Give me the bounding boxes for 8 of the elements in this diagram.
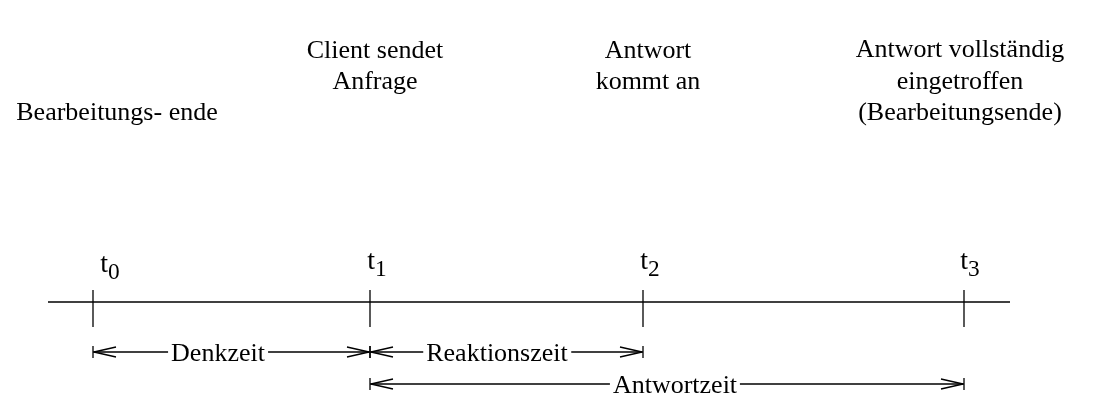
time-point-label: t$_{3}$ bbox=[959, 242, 981, 282]
event-label: Client sendet Anfrage bbox=[305, 33, 445, 97]
event-label: Antwort kommt an bbox=[594, 33, 702, 97]
time-point-label: t$_{0}$ bbox=[99, 245, 121, 285]
event-label: Bearbeitungs- ende bbox=[15, 96, 219, 128]
time-point-label: t$_{1}$ bbox=[366, 242, 388, 282]
time-point-label: t$_{2}$ bbox=[639, 242, 661, 282]
event-label: Antwort vollständig eingetroffen (Bearbeitungsende) bbox=[854, 32, 1066, 128]
